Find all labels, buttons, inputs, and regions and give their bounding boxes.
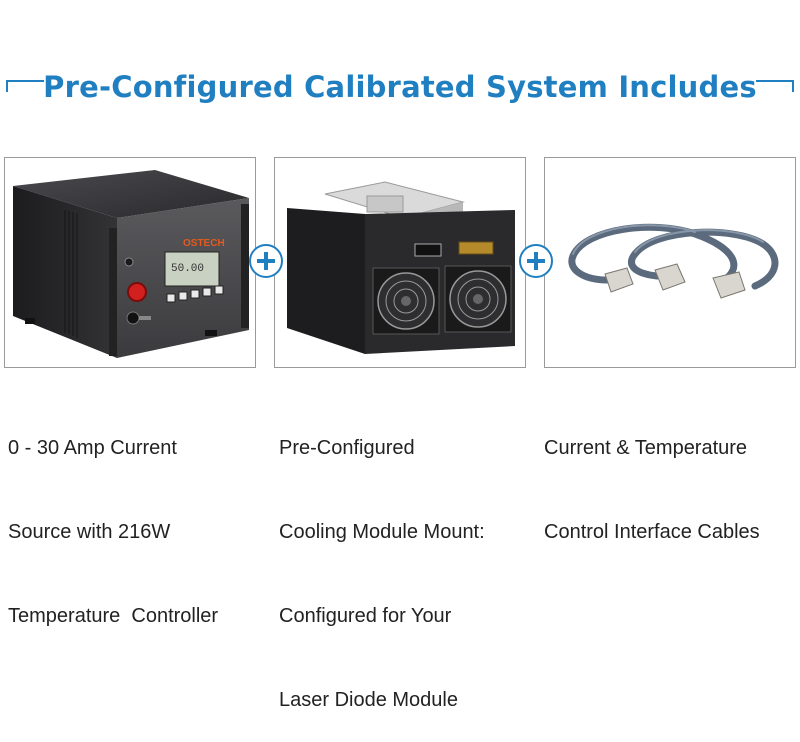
caption-line: Cooling Module Mount: bbox=[279, 521, 485, 543]
laser-driver-illustration: OSTECH 50.00 bbox=[13, 170, 249, 358]
caption-line: Laser Diode Module bbox=[279, 689, 458, 711]
caption-driver: 0 - 30 Amp Current Source with 216W Temp… bbox=[8, 378, 218, 658]
plus-icon bbox=[519, 244, 553, 278]
caption-cables: Current & Temperature Control Interface … bbox=[544, 378, 760, 574]
fan-right bbox=[444, 265, 512, 333]
caption-line: Configured for Your bbox=[279, 605, 452, 627]
lcd-reading: 50.00 bbox=[171, 263, 204, 275]
plus-icon bbox=[249, 244, 283, 278]
product-image-cables bbox=[544, 157, 796, 368]
caption-line: Temperature Controller bbox=[8, 605, 219, 627]
product-image-driver: OSTECH 50.00 bbox=[4, 157, 256, 368]
brand-logo: OSTECH bbox=[183, 238, 225, 249]
caption-line: Current & Temperature bbox=[544, 437, 748, 459]
caption-line: Source with 216W bbox=[8, 521, 171, 543]
caption-line: Pre-Configured bbox=[279, 437, 415, 459]
caption-cooling-module: Pre-Configured Cooling Module Mount: Con… bbox=[279, 378, 485, 742]
fan-left bbox=[372, 267, 440, 335]
product-image-cooling-module bbox=[274, 157, 526, 368]
title-bracket-left bbox=[6, 80, 44, 92]
cables-illustration bbox=[568, 223, 779, 299]
caption-line: 0 - 30 Amp Current bbox=[8, 437, 177, 459]
caption-line: Control Interface Cables bbox=[544, 521, 760, 543]
page-title: Pre-Configured Calibrated System Include… bbox=[43, 70, 757, 104]
cooling-module-illustration bbox=[287, 181, 515, 354]
title-bracket-right bbox=[756, 80, 794, 92]
header: Pre-Configured Calibrated System Include… bbox=[0, 60, 800, 120]
